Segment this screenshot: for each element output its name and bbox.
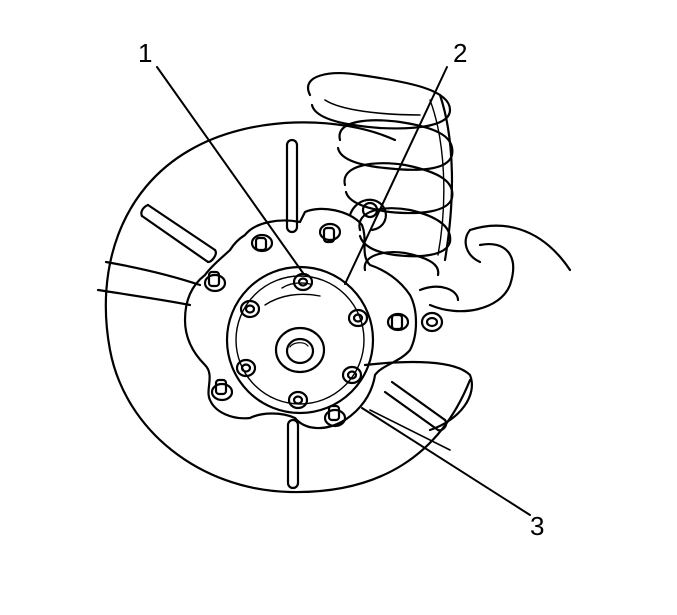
callout-1: 1	[138, 38, 153, 68]
leader-line-3	[361, 407, 531, 516]
steering-knuckle	[348, 198, 572, 432]
hub-bolts	[235, 272, 369, 410]
flange-studs	[203, 222, 410, 428]
vent-slot-top	[285, 138, 299, 234]
hub-flange	[183, 207, 418, 430]
hub-bearing	[225, 265, 375, 415]
brake-rotor	[96, 121, 472, 494]
leader-line-2	[344, 66, 448, 285]
leader-line-1	[156, 66, 304, 274]
bolt-head-right	[420, 311, 444, 333]
coil-spring	[307, 72, 454, 277]
leader-lines	[156, 66, 531, 516]
vent-slot-bottom	[286, 418, 300, 490]
callout-3: 3	[530, 511, 545, 541]
hub-center	[274, 326, 326, 374]
callout-2: 2	[453, 38, 468, 68]
